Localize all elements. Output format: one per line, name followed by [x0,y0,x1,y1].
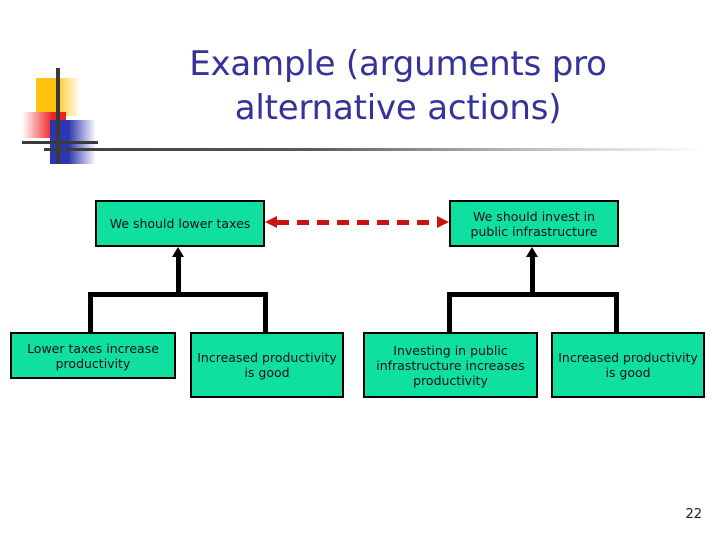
slide-title-line-1: Example (arguments pro [189,44,607,84]
node-premise-1-label: Lower taxes increase productivity [27,340,159,371]
connector-right-bar [447,292,619,297]
arrowhead-up-right [526,247,538,257]
node-claim-right[interactable]: We should invest in public infrastructur… [449,200,619,247]
slide-logo-decoration [22,68,98,164]
connector-left-drop-b [263,292,268,333]
conflict-arrow-dashes [277,220,437,225]
logo-vertical-bar [56,68,60,164]
connector-right-drop-a [447,292,452,333]
node-premise-3[interactable]: Investing in public infrastructure incre… [363,332,538,398]
slide-title: Example (arguments pro alternative actio… [120,42,676,130]
conflict-arrowhead-right [437,216,449,228]
node-premise-2-label: Increased productivity is good [197,350,337,380]
slide-title-line-2: alternative actions) [234,88,562,128]
node-premise-2[interactable]: Increased productivity is good [190,332,344,398]
conflict-arrowhead-left [265,216,277,228]
node-premise-1[interactable]: Lower taxes increase productivity [10,332,176,379]
node-premise-4-label: Increased productivity is good [558,350,698,380]
connector-right-stem [530,256,535,296]
conflict-arrow [265,213,449,233]
connector-left-bar [88,292,268,297]
arrowhead-up-left [172,247,184,257]
connector-left-stem [176,256,181,296]
connector-left-drop-a [88,292,93,333]
node-premise-3-label: Investing in public infrastructure incre… [376,342,525,388]
node-claim-right-label: We should invest in public infrastructur… [470,208,598,239]
node-claim-left-label: We should lower taxes [109,216,251,231]
node-premise-4[interactable]: Increased productivity is good [551,332,705,398]
connector-right-drop-b [614,292,619,333]
node-claim-left[interactable]: We should lower taxes [95,200,265,247]
logo-horizontal-bar [22,141,98,144]
title-divider-rule [44,148,704,151]
page-number: 22 [685,507,702,522]
